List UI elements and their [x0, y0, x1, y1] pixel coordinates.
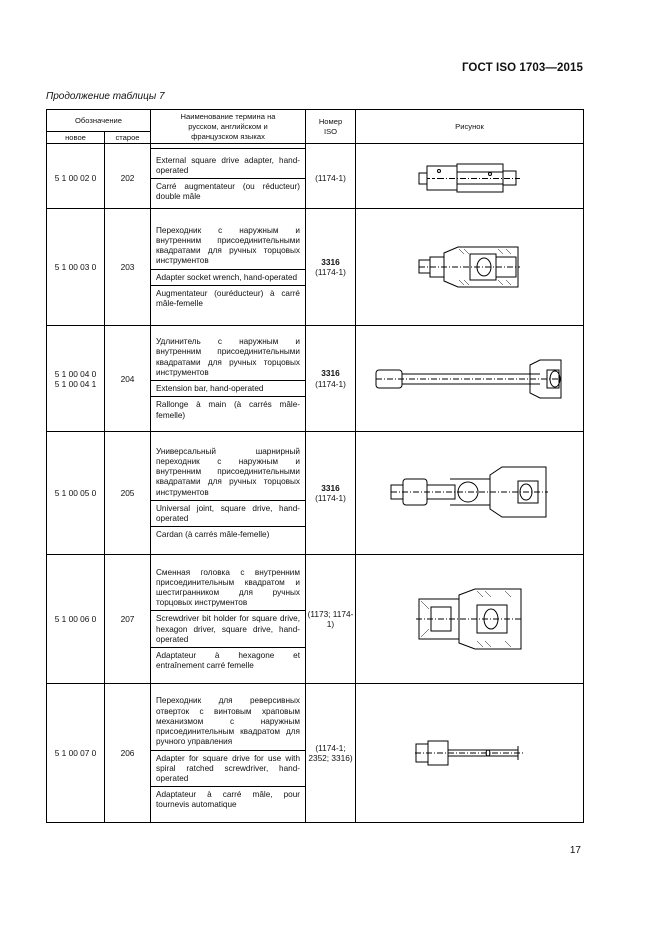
terms-cell: External square drive adapter, hand-oper… — [150, 148, 306, 209]
term-english: External square drive adapter, hand-oper… — [151, 153, 305, 179]
figure-cell — [355, 325, 584, 432]
term-english: Adapter socket wrench, hand-operated — [151, 270, 305, 286]
term-french: Adaptateur à hexagone et entraînement ca… — [156, 651, 300, 671]
code-new: 5 1 00 03 0 — [54, 262, 97, 272]
header-old: старое — [104, 131, 151, 144]
term-french: Carré augmentateur (ou réducteur) double… — [156, 182, 300, 202]
code-old: 206 — [104, 683, 151, 823]
header-term-name: Наименование термина на русском, английс… — [150, 109, 306, 144]
iso-ref: (1174-1) — [315, 493, 346, 503]
code-cell: 5 1 00 03 0 — [46, 208, 105, 326]
terms-table: Обозначение Наименование термина на русс… — [46, 109, 584, 823]
terms-cell: Сменная головка с внутренним присоединит… — [150, 554, 306, 684]
table-header: Обозначение Наименование термина на русс… — [46, 109, 584, 144]
bit-holder-icon — [415, 588, 523, 650]
term-russian: Переходник с наружным и внутренним присо… — [151, 223, 305, 270]
iso-ref: (1174-1; 2352; 3316) — [308, 742, 353, 764]
figure-cell — [355, 431, 584, 555]
term-russian: Удлинитель с наружным и внутренним присо… — [151, 334, 305, 382]
document-header: ГОСТ ISO 1703—2015 — [461, 62, 583, 74]
code-new: 5 1 00 07 0 — [54, 748, 97, 758]
table-body: 5 1 00 02 0 202 External square drive ad… — [46, 143, 584, 823]
code-new: 5 1 00 06 0 — [54, 614, 97, 624]
code-new: 5 1 00 04 0 — [54, 368, 97, 379]
term-english: Adapter for square drive for use with sp… — [151, 751, 305, 788]
male-female-adapter-icon — [418, 246, 520, 288]
code-cell: 5 1 00 02 0 — [46, 148, 105, 209]
header-new: новое — [46, 131, 105, 144]
iso-cell: 3316(1174-1) — [305, 431, 356, 555]
figure-cell — [355, 208, 584, 326]
iso-ref: (1174-1) — [315, 173, 346, 183]
iso-ref: (1173; 1174-1) — [307, 608, 354, 630]
code-old: 202 — [104, 148, 151, 209]
terms-cell: Переходник для реверсивных отверток с ви… — [150, 683, 306, 823]
term-english: Screwdriver bit holder for square drive,… — [151, 611, 305, 648]
code-old: 205 — [104, 431, 151, 555]
iso-ref: (1174-1) — [315, 378, 346, 389]
code-cell: 5 1 00 06 0 — [46, 554, 105, 684]
term-french: Cardan (à carrés mâle-femelle) — [156, 530, 270, 540]
iso-bold: 3316 — [321, 256, 340, 267]
iso-cell: 3316(1174-1) — [305, 325, 356, 432]
code-cell: 5 1 00 07 0 — [46, 683, 105, 823]
term-english: Universal joint, square drive, hand-oper… — [151, 501, 305, 528]
table-row: 5 1 00 02 0 202 External square drive ad… — [46, 148, 584, 209]
table-row: 5 1 00 05 0 205 Универсальный шарнирный … — [46, 431, 584, 555]
term-french: Augmentateur (ouréducteur) à carré mâle-… — [156, 288, 300, 308]
header-iso-number: Номер ISO — [305, 109, 356, 144]
figure-cell — [355, 148, 584, 209]
header-designation: Обозначение — [46, 109, 151, 132]
terms-cell: Универсальный шарнирный переходник с нар… — [150, 431, 306, 555]
figure-cell — [355, 683, 584, 823]
term-english: Extension bar, hand-operated — [151, 381, 305, 398]
code-new: 5 1 00 04 1 — [54, 378, 97, 389]
table-row: 5 1 00 06 0 207 Сменная головка с внутре… — [46, 554, 584, 684]
code-new: 5 1 00 02 0 — [54, 173, 97, 184]
code-old: 203 — [104, 208, 151, 326]
double-male-adapter-icon — [418, 163, 520, 193]
universal-joint-icon — [390, 466, 548, 518]
header-figure: Рисунок — [355, 109, 584, 144]
spiral-screwdriver-adapter-icon — [414, 740, 524, 766]
code-old: 204 — [104, 325, 151, 432]
term-russian: Сменная головка с внутренним присоединит… — [151, 565, 305, 612]
iso-bold: 3316 — [321, 482, 340, 493]
term-russian: Универсальный шарнирный переходник с нар… — [151, 444, 305, 501]
iso-cell: (1173; 1174-1) — [305, 554, 356, 684]
table-row: 5 1 00 03 0 203 Переходник с наружным и … — [46, 208, 584, 326]
iso-bold: 3316 — [321, 368, 340, 378]
table-caption: Продолжение таблицы 7 — [46, 91, 165, 102]
term-russian: Переходник для реверсивных отверток с ви… — [151, 693, 305, 751]
iso-cell: (1174-1; 2352; 3316) — [305, 683, 356, 823]
iso-cell: 3316(1174-1) — [305, 208, 356, 326]
code-old: 207 — [104, 554, 151, 684]
code-new: 5 1 00 05 0 — [54, 488, 97, 498]
page-number: 17 — [569, 845, 581, 856]
term-french: Adaptateur à carré mâle, pour tournevis … — [156, 790, 300, 810]
extension-bar-icon — [375, 359, 563, 398]
figure-cell — [355, 554, 584, 684]
iso-cell: (1174-1) — [305, 148, 356, 209]
iso-ref: (1174-1) — [315, 267, 346, 277]
table-row: 5 1 00 07 0 206 Переходник для реверсивн… — [46, 683, 584, 823]
terms-cell: Удлинитель с наружным и внутренним присо… — [150, 325, 306, 432]
terms-cell: Переходник с наружным и внутренним присо… — [150, 208, 306, 326]
code-cell: 5 1 00 05 0 — [46, 431, 105, 555]
term-french: Rallonge à main (à carrés mâle-femelle) — [156, 400, 300, 420]
